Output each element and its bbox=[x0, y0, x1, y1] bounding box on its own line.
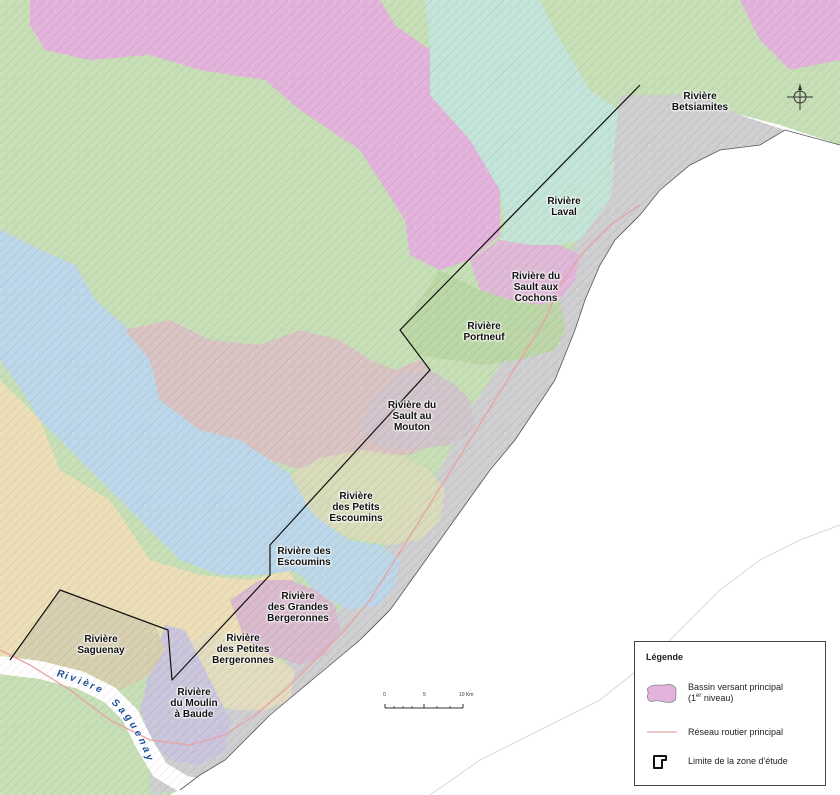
scale-tick-10: 10 Km bbox=[459, 692, 474, 698]
road-line-icon bbox=[647, 731, 677, 733]
scale-tick-0: 0 bbox=[383, 692, 386, 698]
legend-row-basin: Bassin versant principal (1er niveau) bbox=[635, 682, 825, 710]
coastline bbox=[179, 129, 840, 791]
scale-tick-5: 5 bbox=[423, 692, 426, 698]
study-zone-limit bbox=[9, 84, 641, 681]
north-arrow-icon bbox=[786, 83, 814, 111]
legend-row-road: Réseau routier principal bbox=[635, 727, 825, 739]
legend-row-limit: Limite de la zone d'étude bbox=[635, 754, 825, 772]
legend: Légende Bassin versant principal (1er ni… bbox=[634, 641, 826, 786]
legend-label-limit: Limite de la zone d'étude bbox=[688, 756, 788, 766]
legend-label-road: Réseau routier principal bbox=[688, 727, 784, 737]
limit-outline-icon bbox=[653, 755, 667, 769]
basin-swatch-icon bbox=[646, 684, 677, 703]
south-shore bbox=[429, 524, 840, 795]
legend-label-basin: Bassin versant principal (1er niveau) bbox=[688, 682, 784, 703]
main-road bbox=[0, 204, 641, 746]
scale-bar: 0 5 10 Km bbox=[383, 692, 475, 718]
sea bbox=[170, 130, 840, 795]
legend-title: Légende bbox=[646, 652, 684, 662]
